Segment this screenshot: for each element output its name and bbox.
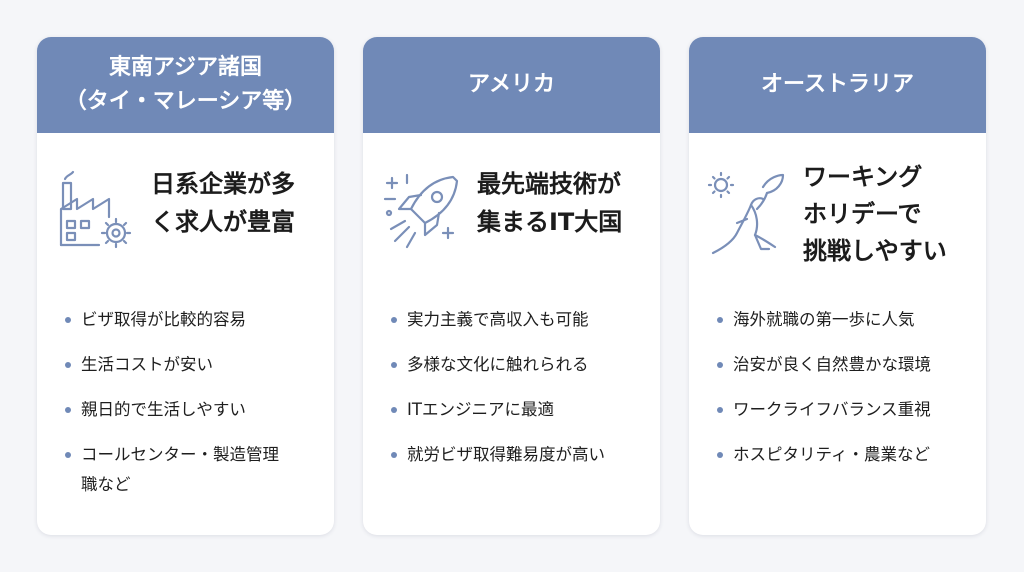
list-item: ビザ取得が比較的容易: [65, 305, 324, 335]
list-item: 多様な文化に触れられる: [391, 350, 650, 380]
list-item-line: コールセンター・製造管理: [81, 445, 279, 464]
card-america: アメリカ 最先端技術が 集まるIT大国: [363, 37, 660, 535]
feature-text: 日系企業が多 く求人が豊富: [151, 165, 295, 241]
factory-gear-icon: [59, 170, 132, 249]
card-feature: 日系企業が多 く求人が豊富: [37, 159, 334, 269]
feature-text: 最先端技術が 集まるIT大国: [477, 165, 622, 241]
feature-line: ワーキング: [803, 163, 923, 191]
kangaroo-icon: [707, 171, 785, 255]
list-item: 生活コストが安い: [65, 350, 324, 380]
list-item-line: 職など: [81, 475, 131, 494]
bullet-list: 実力主義で高収入も可能 多様な文化に触れられる ITエンジニアに最適 就労ビザ取…: [391, 305, 650, 485]
card-feature: ワーキング ホリデーで 挑戦しやすい: [689, 159, 986, 269]
feature-line: 集まるIT大国: [477, 208, 623, 236]
card-southeast-asia: 東南アジア諸国 （タイ・マレーシア等）: [37, 37, 334, 535]
feature-line: 最先端技術が: [477, 170, 621, 198]
feature-line: ホリデーで: [803, 200, 922, 228]
feature-line: く求人が豊富: [151, 208, 295, 236]
list-item: 治安が良く自然豊かな環境: [717, 350, 976, 380]
list-item: 実力主義で高収入も可能: [391, 305, 650, 335]
list-item: ワークライフバランス重視: [717, 395, 976, 425]
rocket-icon: [383, 173, 459, 249]
card-feature: 最先端技術が 集まるIT大国: [363, 159, 660, 269]
list-item: ホスピタリティ・農業など: [717, 440, 976, 470]
list-item: 就労ビザ取得難易度が高い: [391, 440, 650, 470]
card-header: オーストラリア: [689, 37, 986, 133]
list-item: 海外就職の第一歩に人気: [717, 305, 976, 335]
card-australia: オーストラリア ワーキング ホリデーで 挑戦しやすい: [689, 37, 986, 535]
card-title-line: （タイ・マレーシア等）: [64, 89, 307, 114]
feature-line: 日系企業が多: [151, 170, 295, 198]
card-title-line: アメリカ: [468, 72, 555, 97]
bullet-list: 海外就職の第一歩に人気 治安が良く自然豊かな環境 ワークライフバランス重視 ホス…: [717, 305, 976, 485]
feature-line: 挑戦しやすい: [803, 237, 947, 265]
card-title-line: オーストラリア: [761, 72, 914, 97]
card-header: アメリカ: [363, 37, 660, 133]
list-item: 親日的で生活しやすい: [65, 395, 324, 425]
feature-text: ワーキング ホリデーで 挑戦しやすい: [803, 159, 947, 270]
card-title-line: 東南アジア諸国: [108, 55, 263, 80]
card-header: 東南アジア諸国 （タイ・マレーシア等）: [37, 37, 334, 133]
bullet-list: ビザ取得が比較的容易 生活コストが安い 親日的で生活しやすい コールセンター・製…: [65, 305, 324, 515]
list-item: コールセンター・製造管理 職など: [65, 440, 324, 500]
list-item: ITエンジニアに最適: [391, 395, 650, 425]
